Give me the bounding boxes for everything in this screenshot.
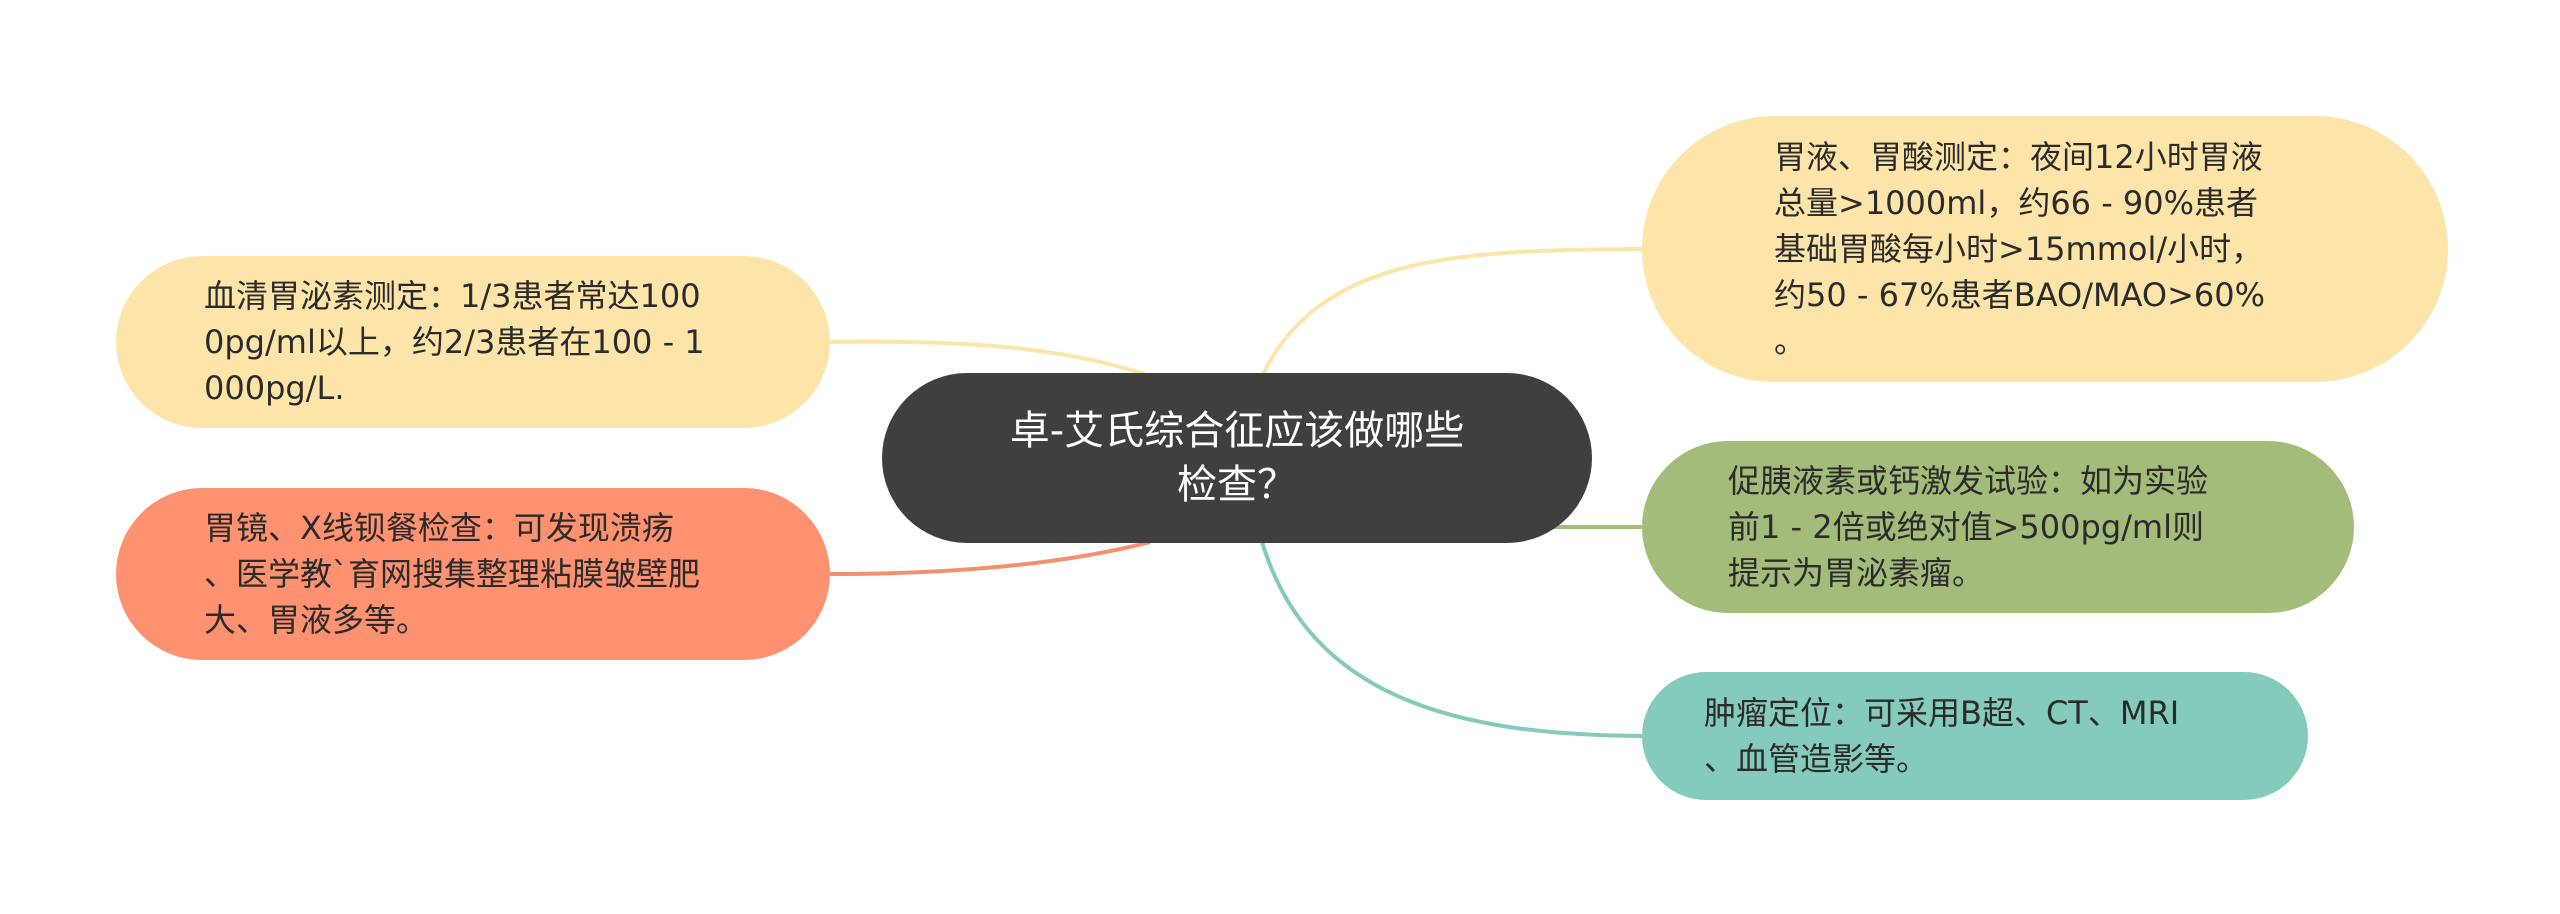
topic-serum-gastrin[interactable]: 血清胃泌素测定：1/3患者常达100 0pg/ml以上，约2/3患者在100 -… bbox=[116, 256, 830, 428]
topic-gastric-acid[interactable]: 胃液、胃酸测定：夜间12小时胃液 总量>1000ml，约66 - 90%患者 基… bbox=[1642, 116, 2448, 382]
topic-tumor-localization[interactable]: 肿瘤定位：可采用B超、CT、MRI 、血管造影等。 bbox=[1642, 672, 2308, 800]
topic-endoscopy-xray-text: 胃镜、X线钡餐检查：可发现溃疡 、医学教`育网搜集整理粘膜皱壁肥 大、胃液多等。 bbox=[204, 509, 701, 639]
topic-serum-gastrin-text: 血清胃泌素测定：1/3患者常达100 0pg/ml以上，约2/3患者在100 -… bbox=[204, 277, 705, 407]
topic-gastric-acid-text: 胃液、胃酸测定：夜间12小时胃液 总量>1000ml，约66 - 90%患者 基… bbox=[1774, 138, 2266, 360]
connector-left1 bbox=[829, 339, 1151, 378]
connector-right1 bbox=[1260, 247, 1643, 377]
connector-right3 bbox=[1260, 541, 1643, 738]
topic-endoscopy-xray[interactable]: 胃镜、X线钡餐检查：可发现溃疡 、医学教`育网搜集整理粘膜皱壁肥 大、胃液多等。 bbox=[116, 488, 830, 660]
topic-secretin-test-text: 促胰液素或钙激发试验：如为实验 前1 - 2倍或绝对值>500pg/ml则 提示… bbox=[1728, 462, 2209, 592]
connector-left2 bbox=[829, 540, 1151, 576]
central-topic[interactable]: 卓-艾氏综合征应该做哪些 检查？ bbox=[882, 373, 1592, 543]
topic-tumor-localization-text: 肿瘤定位：可采用B超、CT、MRI 、血管造影等。 bbox=[1704, 694, 2180, 778]
topic-secretin-test[interactable]: 促胰液素或钙激发试验：如为实验 前1 - 2倍或绝对值>500pg/ml则 提示… bbox=[1642, 441, 2354, 613]
central-topic-text: 卓-艾氏综合征应该做哪些 检查？ bbox=[1009, 408, 1465, 508]
